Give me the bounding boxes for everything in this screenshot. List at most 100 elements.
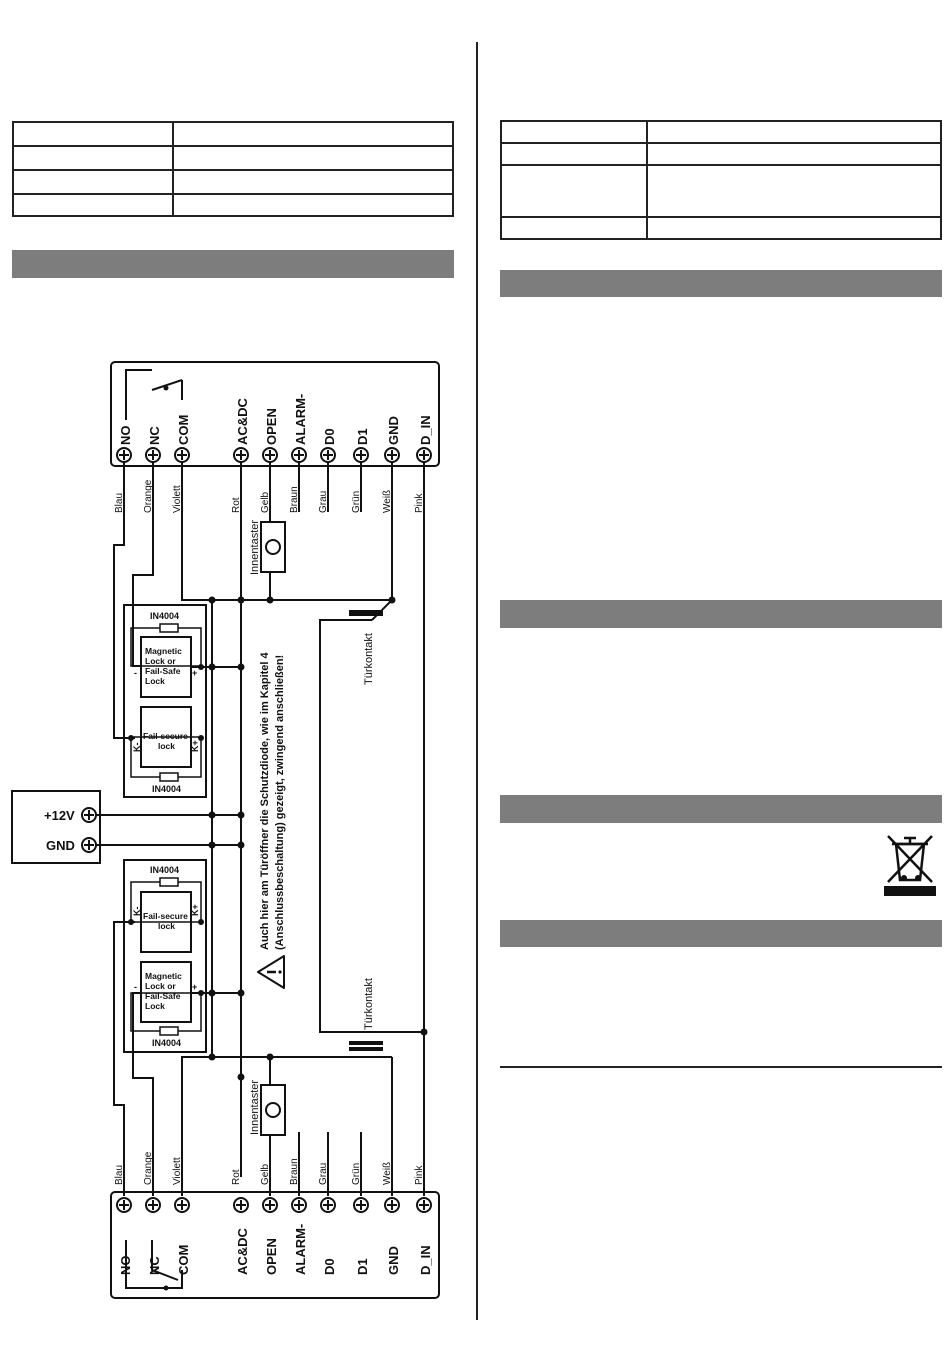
wire-color-label-top: Pink	[414, 493, 425, 513]
polarity-kminus-bottom: K-	[132, 907, 142, 917]
wire-color-label-top: Orange	[143, 479, 154, 513]
wire-orange-bottom	[132, 992, 154, 1196]
table-cell	[500, 120, 648, 144]
terminal-screw-top-icon	[262, 447, 278, 463]
table-cell	[646, 120, 942, 144]
magnetic-lock-bottom-l4: Lock	[145, 1001, 165, 1011]
table-cell	[500, 216, 648, 240]
terminal-label-top: ALARM-	[293, 394, 308, 445]
push-button-top-knob	[265, 539, 281, 555]
fail-secure-bottom-l1: Fail-secure	[143, 911, 188, 921]
terminal-label-bottom: GND	[386, 1246, 401, 1275]
terminal-screw-top-icon	[174, 447, 190, 463]
column-divider	[476, 42, 478, 1320]
terminal-screw-top-icon	[145, 447, 161, 463]
push-button-top	[260, 521, 286, 573]
psu-terminal-gnd-icon	[81, 837, 97, 853]
table-cell	[12, 193, 174, 217]
terminal-screw-top-icon	[384, 447, 400, 463]
magnetic-lock-top-l1: Magnetic	[145, 646, 182, 656]
terminal-screw-bottom-icon	[116, 1197, 132, 1213]
table-cell	[172, 193, 454, 217]
terminal-screw-bottom-icon	[416, 1197, 432, 1213]
wire-blue-bottom	[113, 921, 135, 1196]
weee-crossed-bin-icon	[884, 835, 936, 896]
wire-violet-bottom	[181, 1056, 392, 1196]
polarity-plus-bottom: +	[192, 982, 197, 992]
terminal-label-bottom: COM	[176, 1245, 191, 1275]
terminal-screw-top-icon	[233, 447, 249, 463]
terminal-screw-top-icon	[353, 447, 369, 463]
wire-orange-top	[132, 462, 154, 667]
terminal-label-bottom: D_IN	[418, 1245, 433, 1275]
table-cell	[12, 121, 174, 147]
magnetic-lock-top-l4: Lock	[145, 676, 165, 686]
terminal-label-top: D0	[322, 428, 337, 445]
terminal-label-bottom: AC&DC	[235, 1227, 250, 1275]
polarity-minus-top: -	[134, 668, 137, 678]
push-button-bottom	[260, 1084, 286, 1136]
terminal-label-top: D_IN	[418, 415, 433, 445]
psu-gnd-label: GND	[46, 838, 75, 853]
table-cell	[646, 142, 942, 166]
terminal-screw-bottom-icon	[384, 1197, 400, 1213]
terminal-screw-bottom-icon	[233, 1197, 249, 1213]
psu-plus-label: +12V	[44, 808, 75, 823]
table-cell	[172, 145, 454, 171]
terminal-screw-bottom-icon	[174, 1197, 190, 1213]
diode-label-top-2: IN4004	[152, 784, 181, 794]
terminal-label-top: NO	[118, 426, 133, 446]
terminal-screw-bottom-icon	[320, 1197, 336, 1213]
warning-text-line1: Auch hier am Türöffner die Schutzdiode, …	[259, 651, 271, 950]
wire-color-label-top: Violett	[172, 485, 183, 513]
table-cell	[172, 169, 454, 195]
terminal-label-bottom: OPEN	[264, 1238, 279, 1275]
terminal-label-top: OPEN	[264, 408, 279, 445]
relay-top-pivot	[163, 385, 169, 391]
relay-bottom-pivot	[163, 1285, 169, 1291]
section-header-bar	[500, 270, 942, 297]
magnetic-lock-top-l3: Fail-Safe	[145, 666, 181, 676]
door-contact-label-top: Türkontakt	[363, 633, 375, 685]
section-header-bar	[500, 795, 942, 823]
magnetic-lock-top-l2: Lock or	[145, 656, 176, 666]
door-contact-magnet-bottom-1	[349, 1041, 383, 1045]
diode-label-bottom-2: IN4004	[152, 1038, 181, 1048]
junction-dots	[128, 596, 428, 1081]
wire-color-label-top: Grün	[351, 491, 362, 513]
magnetic-lock-bottom-l2: Lock or	[145, 981, 176, 991]
wire-color-label-top: Rot	[231, 497, 242, 513]
polarity-kminus-top: K-	[132, 743, 142, 753]
section-rule	[500, 1066, 942, 1068]
table-cell	[12, 169, 174, 195]
terminal-screw-bottom-icon	[291, 1197, 307, 1213]
magnetic-lock-bottom-l1: Magnetic	[145, 971, 182, 981]
spec-table-left	[12, 121, 454, 217]
door-contact-magnet-top	[349, 610, 383, 616]
wire-color-label-bottom: Weiß	[382, 1162, 393, 1185]
diode-label-bottom-1: IN4004	[150, 865, 179, 875]
wire-color-label-bottom: Braun	[289, 1158, 300, 1185]
terminal-label-top: D1	[355, 428, 370, 445]
wire-white-top	[371, 462, 393, 621]
wire-blue-top	[113, 462, 135, 739]
diode-top-1	[159, 623, 179, 633]
diode-label-top-1: IN4004	[150, 611, 179, 621]
relay-bottom	[125, 1240, 183, 1289]
psu-terminal-plus-icon	[81, 807, 97, 823]
terminal-label-top: GND	[386, 416, 401, 445]
spec-table-right	[500, 120, 942, 240]
terminal-label-bottom: NO	[118, 1256, 133, 1276]
terminal-screw-bottom-icon	[145, 1197, 161, 1213]
wire-color-label-bottom: Grün	[351, 1163, 362, 1185]
wire-color-label-bottom: Orange	[143, 1151, 154, 1185]
table-cell	[12, 145, 174, 171]
door-contact-label-bottom: Türkontakt	[363, 978, 375, 1030]
wire-violet-top	[181, 462, 392, 601]
button-label-bottom: Innentaster	[249, 1080, 261, 1135]
diode-bottom-1	[159, 877, 179, 887]
terminal-screw-bottom-icon	[262, 1197, 278, 1213]
wire-color-label-top: Grau	[318, 491, 329, 513]
terminal-label-bottom: ALARM-	[293, 1224, 308, 1275]
